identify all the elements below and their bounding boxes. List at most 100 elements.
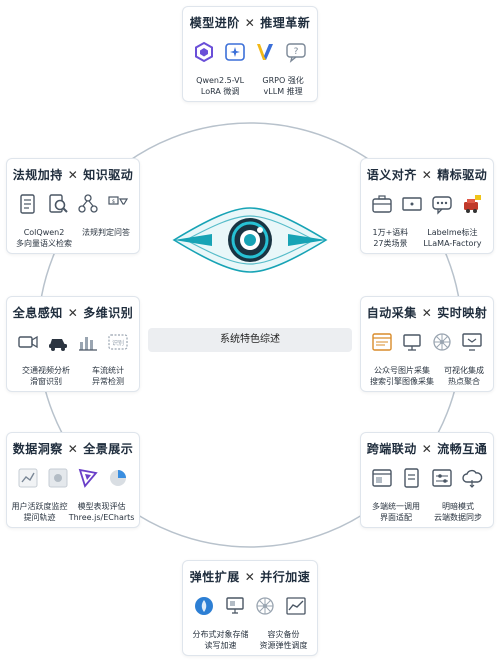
filter-icon: $ [108,196,129,205]
browser-window-icon [372,333,392,351]
card-line: Labelme标注 [427,228,478,237]
card-title: 模型进阶✕推理革新 [189,16,311,30]
ai-sparkle-icon [224,43,245,61]
card-line: 用户活跃度监控 [11,502,68,511]
storage-icon [195,597,214,615]
car-icon [49,339,67,351]
card-title-left: 数据洞察 [12,442,63,456]
vllm-logo-icon [257,44,274,60]
vehicle-tag-icon [464,195,481,213]
card-line: 分布式对象存储 [192,630,249,639]
card-title-left: 弹性扩展 [189,570,240,584]
chat-dots-icon [432,196,452,215]
card-line: LoRA 微调 [200,87,240,96]
wheel-icon [433,333,451,351]
eye-logo-icon [172,207,328,273]
card-title-left: 全息感知 [12,306,63,320]
card-line: 容灾备份 [267,630,300,639]
threejs-logo-icon [78,468,98,488]
card-line: 可视化集成 [444,366,484,375]
question-bubble-icon: ? [286,43,306,63]
card-title-left: 模型进阶 [189,16,240,30]
card-collection-mapping: 自动采集✕实时映射 公众号图片采集搜索引擎图像采集 可视化集成热点聚合 [360,296,494,392]
center-label: 系统特色综述 [148,328,352,352]
card-title-left: 法规加持 [12,168,63,182]
card-title-right: 全景展示 [83,442,134,456]
card-title-right: 多维识别 [83,306,134,320]
card-line: 明暗模式 [442,502,474,511]
card-line: Qwen2.5-VL [196,76,245,85]
card-line: 模型表现评估 [77,502,126,511]
card-title: 数据洞察✕全景展示 [12,442,134,456]
card-line: 车流统计 [92,366,124,375]
document-icon [404,468,419,488]
bar-chart-icon [79,337,97,351]
card-cross-platform: 跨端联动✕流畅互通 多端统一调用界面适配 明暗模式云端数据同步 [360,432,494,528]
desktop-icon [462,333,482,351]
card-title-right: 流畅互通 [437,442,488,456]
line-chart-icon [18,468,38,488]
recognize-icon: 识别 [108,334,128,350]
server-monitor-icon [226,597,244,614]
card-insight-display: 数据洞察✕全景展示 用户活跃度监控提问轨迹 模型表现评估 Three.js/ECh… [6,432,140,528]
card-line: 1万+语料 [372,228,409,237]
card-title-left: 语义对齐 [366,168,417,182]
card-elastic-scaling: 弹性扩展✕并行加速 分布式对象存储读写加速 容灾备份资源弹性调度 [182,560,318,656]
card-line: 多端统一调用 [372,502,420,511]
slider-window-icon [432,469,452,487]
svg-text:识别: 识别 [112,339,124,347]
card-model-inference: 模型进阶✕推理革新 ? Qwen2.5-VL LoRA 微调 GRPO 强化 vLL… [182,6,318,102]
camera-icon [18,335,38,349]
monitor-icon [403,334,421,351]
card-title: 跨端联动✕流畅互通 [366,442,488,456]
card-line: ColQwen2 [23,228,65,237]
card-line: 交通视频分析 [22,366,70,375]
card-perception-recognition: 全息感知✕多维识别 识别 交通视频分析滑窗识别 车流统计异常检测 [6,296,140,392]
card-title-right: 推理革新 [260,16,311,30]
card-line: 27类场景 [373,239,408,248]
card-title-right: 精标驱动 [437,168,488,182]
cloud-sync-icon [462,469,483,488]
card-title-left: 跨端联动 [366,442,417,456]
card-line: Three.js/ECharts [68,513,135,522]
svg-text:$: $ [112,199,115,205]
card-line: 读写加速 [204,641,237,650]
toolbox-icon [372,195,392,213]
card-line: 滑窗识别 [30,377,62,386]
card-title: 法规加持✕知识驱动 [12,168,134,182]
svg-text:?: ? [293,47,298,57]
card-line: 界面适配 [380,513,412,522]
card-line: 法规判定问答 [82,228,130,237]
card-line: GRPO 强化 [262,76,304,85]
card-line: 搜索引擎图像采集 [370,377,434,386]
card-title: 全息感知✕多维识别 [12,306,134,320]
card-line: 热点聚合 [448,377,480,386]
card-line: 提问轨迹 [23,513,56,522]
card-line: 多向量语义检索 [16,239,72,248]
document-icon [20,194,35,214]
card-semantic-annotation: 语义对齐✕精标驱动 1万+语料 27类场景 Labelme标注 LLaMA-Fact… [360,158,494,254]
card-regulation-knowledge: 法规加持✕知识驱动 $ ColQwen2 多向量语义检索 法规判定问答 [6,158,140,254]
card-title: 语义对齐✕精标驱动 [366,168,488,182]
trend-chart-icon [286,597,306,615]
card-title: 自动采集✕实时映射 [366,306,488,320]
card-title-right: 并行加速 [260,570,311,584]
card-line: LLaMA-Factory [423,239,482,248]
card-line: 资源弹性调度 [259,641,308,650]
card-line: 公众号图片采集 [374,366,430,375]
browser-window-icon [372,469,392,487]
pie-chart-icon [110,470,126,486]
wheel-icon [256,597,274,615]
card-title-left: 自动采集 [366,306,417,320]
card-line: vLLM 推理 [263,87,303,96]
card-title-right: 知识驱动 [83,168,134,182]
card-line: 云端数据同步 [434,513,482,522]
qwen-logo-icon [195,41,214,63]
card-title-right: 实时映射 [437,306,488,320]
document-search-icon [49,194,68,213]
frame-icon [402,197,422,211]
grid-image-icon [48,468,68,488]
card-line: 异常检测 [92,377,124,386]
card-title: 弹性扩展✕并行加速 [189,570,311,584]
node-graph-icon [78,194,98,213]
